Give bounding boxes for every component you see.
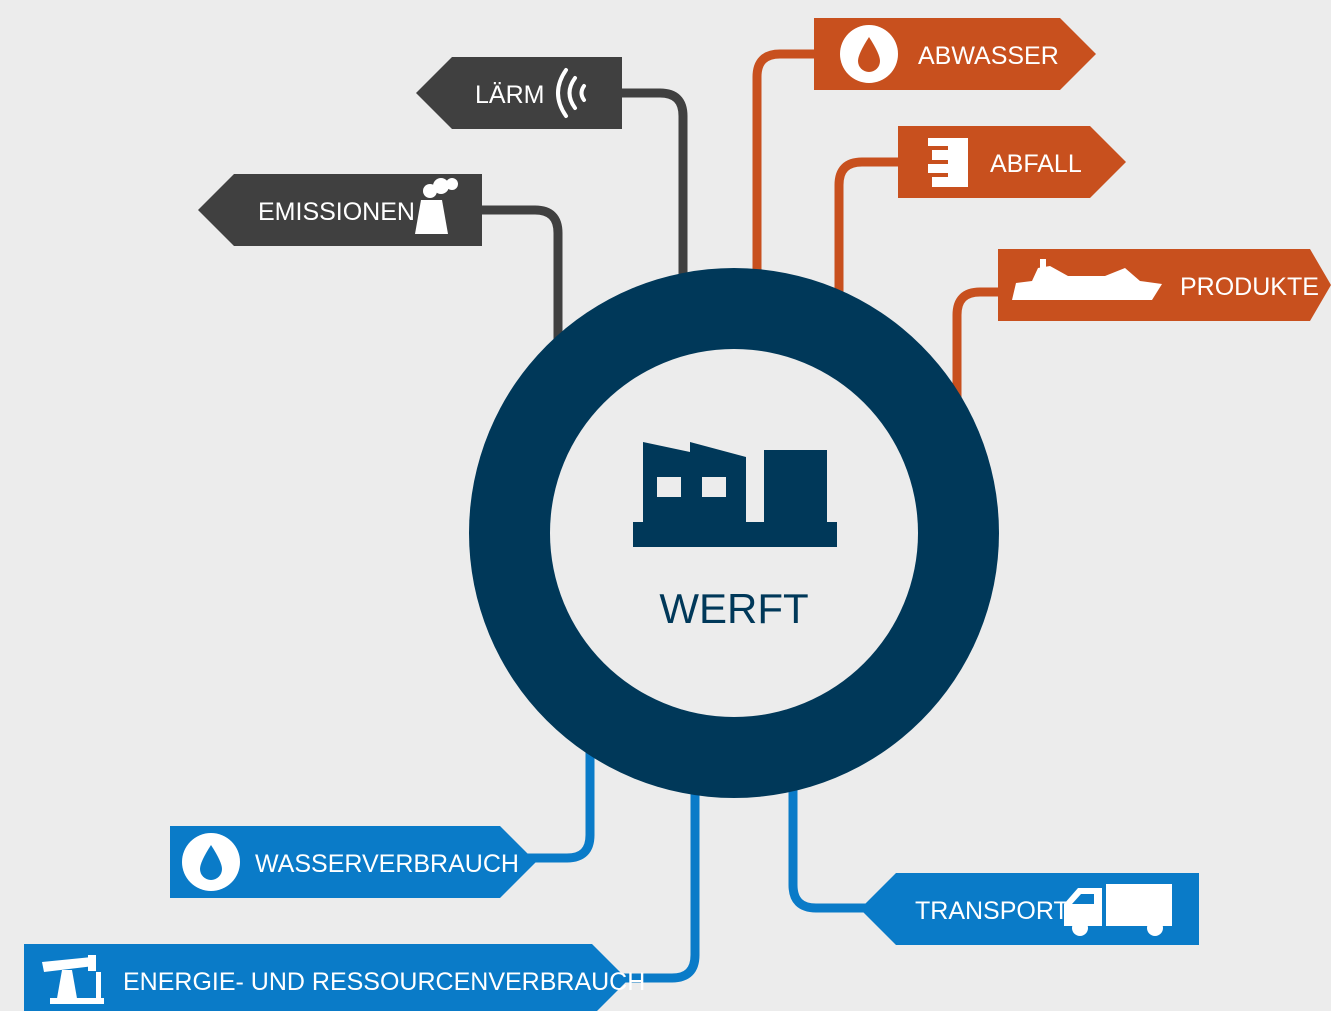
- connector-laerm: [615, 88, 688, 305]
- ship-icon: [1012, 259, 1162, 300]
- factory-icon: [633, 442, 837, 547]
- waste-bin-icon: [928, 138, 968, 187]
- transport-label: TRANSPORT: [915, 897, 1069, 925]
- emissionen-label: EMISSIONEN: [258, 198, 415, 226]
- output-abfall: ABFALL: [898, 126, 1126, 198]
- center-label: WERFT: [659, 585, 808, 632]
- water-drop-icon: [858, 37, 880, 72]
- connectors: [475, 49, 1005, 983]
- connector-abwasser: [752, 49, 820, 295]
- water-drop-icon: [200, 845, 222, 880]
- wasserverbrauch-label: WASSERVERBRAUCH: [255, 850, 519, 878]
- output-laerm: LÄRM: [416, 57, 622, 129]
- laerm-tag: [416, 57, 622, 129]
- sound-waves-icon: [556, 68, 586, 118]
- connector-emissionen: [475, 205, 563, 345]
- abfall-label: ABFALL: [990, 150, 1082, 178]
- abwasser-label: ABWASSER: [918, 42, 1059, 70]
- connector-wasserverbrauch: [515, 735, 595, 863]
- output-produkte: PRODUKTE: [998, 249, 1331, 321]
- energie-label: ENERGIE- UND RESSOURCENVERBRAUCH: [123, 968, 645, 996]
- produkte-tag: [998, 249, 1331, 321]
- oil-pump-icon: [42, 955, 104, 1004]
- laerm-label: LÄRM: [475, 81, 544, 109]
- output-abwasser: ABWASSER: [814, 18, 1096, 90]
- connector-energie: [610, 755, 700, 983]
- input-energie: ENERGIE- UND RESSOURCENVERBRAUCH: [24, 944, 645, 1011]
- input-wasserverbrauch: WASSERVERBRAUCH: [170, 826, 536, 898]
- truck-icon: [1064, 884, 1172, 936]
- smokestack-icon: [415, 178, 458, 234]
- input-transport: TRANSPORT: [860, 873, 1199, 945]
- connector-produkte: [952, 287, 1005, 415]
- emissionen-tag: [198, 174, 482, 246]
- connector-abfall: [834, 157, 905, 305]
- wasserverbrauch-tag: [170, 826, 536, 898]
- produkte-label: PRODUKTE: [1180, 273, 1319, 301]
- output-emissionen: EMISSIONEN: [198, 174, 482, 246]
- werft-hub: WERFT: [469, 268, 999, 798]
- connector-transport: [788, 765, 880, 913]
- energie-tag: [24, 944, 628, 1011]
